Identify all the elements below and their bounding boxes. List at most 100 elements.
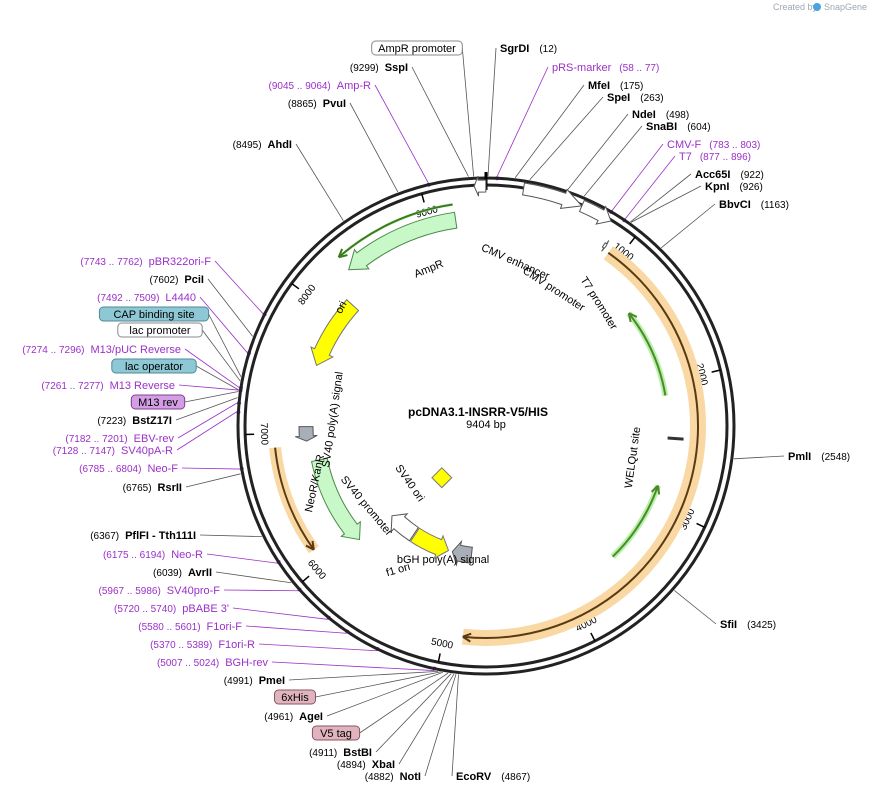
enzyme-position: (8865) bbox=[288, 99, 317, 110]
site-pcii[interactable]: (7602)PciI bbox=[150, 274, 204, 286]
primer-label: (5720 .. 5740)pBABE 3' bbox=[114, 603, 229, 615]
site-ndei[interactable]: NdeI(498) bbox=[632, 109, 689, 121]
enzyme-position: (4894) bbox=[337, 760, 366, 771]
site-sgrdi[interactable]: SgrDI (12) bbox=[500, 43, 557, 55]
primer-label: (5007 .. 5024)BGH-rev bbox=[157, 657, 269, 669]
tick-label: 7000 bbox=[258, 423, 270, 446]
enzyme-position: (4961) bbox=[264, 712, 293, 723]
site-m13-rev[interactable]: M13 rev bbox=[130, 394, 186, 410]
leader-line bbox=[223, 589, 298, 592]
site-sv40pa-r[interactable]: (7128 .. 7147)SV40pA-R bbox=[53, 445, 173, 457]
enzyme-position: (922) bbox=[740, 170, 763, 181]
site-sv40pro-f[interactable]: (5967 .. 5986)SV40pro-F bbox=[99, 585, 221, 597]
site-bstz17i[interactable]: (7223)BstZ17I bbox=[97, 415, 172, 427]
primer-name: F1ori-R bbox=[218, 639, 255, 651]
site-pmei[interactable]: (4991)PmeI bbox=[224, 675, 285, 687]
enzyme-position: (12) bbox=[539, 44, 557, 55]
site-pmli[interactable]: PmlI(2548) bbox=[788, 451, 850, 463]
site-sfii[interactable]: SfiI(3425) bbox=[720, 619, 776, 631]
credit-text: Created by bbox=[773, 2, 818, 12]
site-neo-f[interactable]: (6785 .. 6804)Neo-F bbox=[79, 463, 178, 475]
primer-label: (5580 .. 5601)F1ori-F bbox=[138, 621, 242, 633]
snapgene-logo-icon bbox=[813, 3, 821, 11]
enzyme-name: SgrDI bbox=[500, 43, 529, 55]
enzyme-label: (6765)RsrII bbox=[123, 482, 182, 494]
site-t7[interactable]: T7(877 .. 896) bbox=[679, 151, 751, 163]
feature-label: SV40 poly(A) signal bbox=[320, 371, 345, 468]
leader-line bbox=[661, 203, 716, 249]
site-pbabe-3[interactable]: (5720 .. 5740)pBABE 3' bbox=[114, 603, 229, 615]
site-m13-reverse[interactable]: (7261 .. 7277)M13 Reverse bbox=[41, 380, 175, 392]
site-pflfi-tth111i[interactable]: (6367)PflFI - Tth111I bbox=[90, 530, 196, 542]
feature-ampr-darkline bbox=[337, 203, 453, 259]
site-pvui[interactable]: (8865)PvuI bbox=[288, 98, 346, 110]
site-sspi[interactable]: (9299)SspI bbox=[350, 62, 408, 74]
site-amp-r[interactable]: (9045 .. 9064)Amp-R bbox=[269, 80, 372, 92]
primer-label: (7274 .. 7296)M13/pUC Reverse bbox=[22, 344, 181, 356]
site-f1ori-r[interactable]: (5370 .. 5389)F1ori-R bbox=[150, 639, 255, 651]
enzyme-name: NotI bbox=[400, 771, 421, 783]
feature-label: f1 ori bbox=[385, 561, 412, 579]
site-bstbi[interactable]: (4911)BstBI bbox=[309, 747, 372, 759]
site-pbr322ori-f[interactable]: (7743 .. 7762)pBR322ori-F bbox=[80, 256, 211, 268]
enzyme-label: (4911)BstBI bbox=[309, 747, 372, 759]
enzyme-label: MfeI (175) bbox=[588, 80, 643, 92]
site-cmv-f[interactable]: CMV-F(783 .. 803) bbox=[667, 139, 760, 151]
primer-name: Neo-F bbox=[147, 463, 178, 475]
site-ahdi[interactable]: (8495)AhdI bbox=[233, 139, 292, 151]
tick-mark bbox=[590, 632, 596, 642]
site-prs-marker[interactable]: pRS-marker(58 .. 77) bbox=[552, 62, 659, 74]
site-spei[interactable]: SpeI(263) bbox=[607, 92, 664, 104]
enzyme-name: PflFI - Tth111I bbox=[125, 530, 196, 542]
site-bbvci[interactable]: BbvCI(1163) bbox=[719, 199, 789, 211]
enzyme-position: (175) bbox=[620, 81, 643, 92]
site-kpni[interactable]: KpnI(926) bbox=[705, 181, 763, 193]
primer-label: (7743 .. 7762)pBR322ori-F bbox=[80, 256, 211, 268]
enzyme-position: (7223) bbox=[97, 416, 126, 427]
site-snabi[interactable]: SnaBI(604) bbox=[646, 121, 711, 133]
site-l4440[interactable]: (7492 .. 7509)L4440 bbox=[97, 292, 196, 304]
enzyme-label: NdeI(498) bbox=[632, 109, 689, 121]
site-rsrii[interactable]: (6765)RsrII bbox=[123, 482, 182, 494]
site-6xhis[interactable]: 6xHis bbox=[274, 689, 316, 705]
enzyme-label: BbvCI(1163) bbox=[719, 199, 789, 211]
site-avrii[interactable]: (6039)AvrII bbox=[153, 567, 212, 579]
site-lac-operator[interactable]: lac operator bbox=[111, 358, 197, 374]
site-ampr-promoter[interactable]: AmpR promoter bbox=[371, 40, 463, 56]
leader-line bbox=[201, 329, 241, 382]
tick-mark bbox=[301, 575, 310, 583]
enzyme-label: (4882)NotI bbox=[365, 771, 421, 783]
primer-name: pRS-marker bbox=[552, 62, 612, 74]
site-m13-puc-reverse[interactable]: (7274 .. 7296)M13/pUC Reverse bbox=[22, 344, 181, 356]
feature-insrr bbox=[461, 246, 707, 646]
box-label: lac operator bbox=[125, 361, 183, 373]
site-f1ori-f[interactable]: (5580 .. 5601)F1ori-F bbox=[138, 621, 242, 633]
primer-label: (9045 .. 9064)Amp-R bbox=[269, 80, 372, 92]
enzyme-name: SspI bbox=[385, 62, 408, 74]
site-lac-promoter[interactable]: lac promoter bbox=[117, 322, 203, 338]
site-bgh-rev[interactable]: (5007 .. 5024)BGH-rev bbox=[157, 657, 269, 669]
enzyme-name: MfeI bbox=[588, 80, 610, 92]
site-cap-binding-site[interactable]: CAP binding site bbox=[98, 306, 210, 322]
site-neo-r[interactable]: (6175 .. 6194)Neo-R bbox=[103, 549, 203, 561]
leader-line bbox=[184, 391, 239, 403]
enzyme-position: (7602) bbox=[150, 275, 179, 286]
site-v5-tag[interactable]: V5 tag bbox=[311, 725, 361, 741]
box-label: 6xHis bbox=[281, 692, 309, 704]
site-mfei[interactable]: MfeI (175) bbox=[588, 80, 643, 92]
site-acc65i[interactable]: Acc65I(922) bbox=[695, 169, 764, 181]
enzyme-label: (4961)AgeI bbox=[264, 711, 323, 723]
primer-position: (5580 .. 5601) bbox=[138, 622, 200, 633]
site-noti[interactable]: (4882)NotI bbox=[365, 771, 421, 783]
site-xbai[interactable]: (4894)XbaI bbox=[337, 759, 395, 771]
primer-name: BGH-rev bbox=[225, 657, 268, 669]
tick-label: 8000 bbox=[296, 282, 318, 307]
site-ebv-rev[interactable]: (7182 .. 7201)EBV-rev bbox=[65, 433, 174, 445]
leader-line bbox=[214, 260, 264, 314]
site-ecorv[interactable]: EcoRV(4867) bbox=[456, 771, 530, 783]
plasmid-length: 9404 bp bbox=[466, 419, 506, 431]
site-agei[interactable]: (4961)AgeI bbox=[264, 711, 323, 723]
enzyme-name: RsrII bbox=[158, 482, 182, 494]
leader-line bbox=[374, 84, 429, 183]
